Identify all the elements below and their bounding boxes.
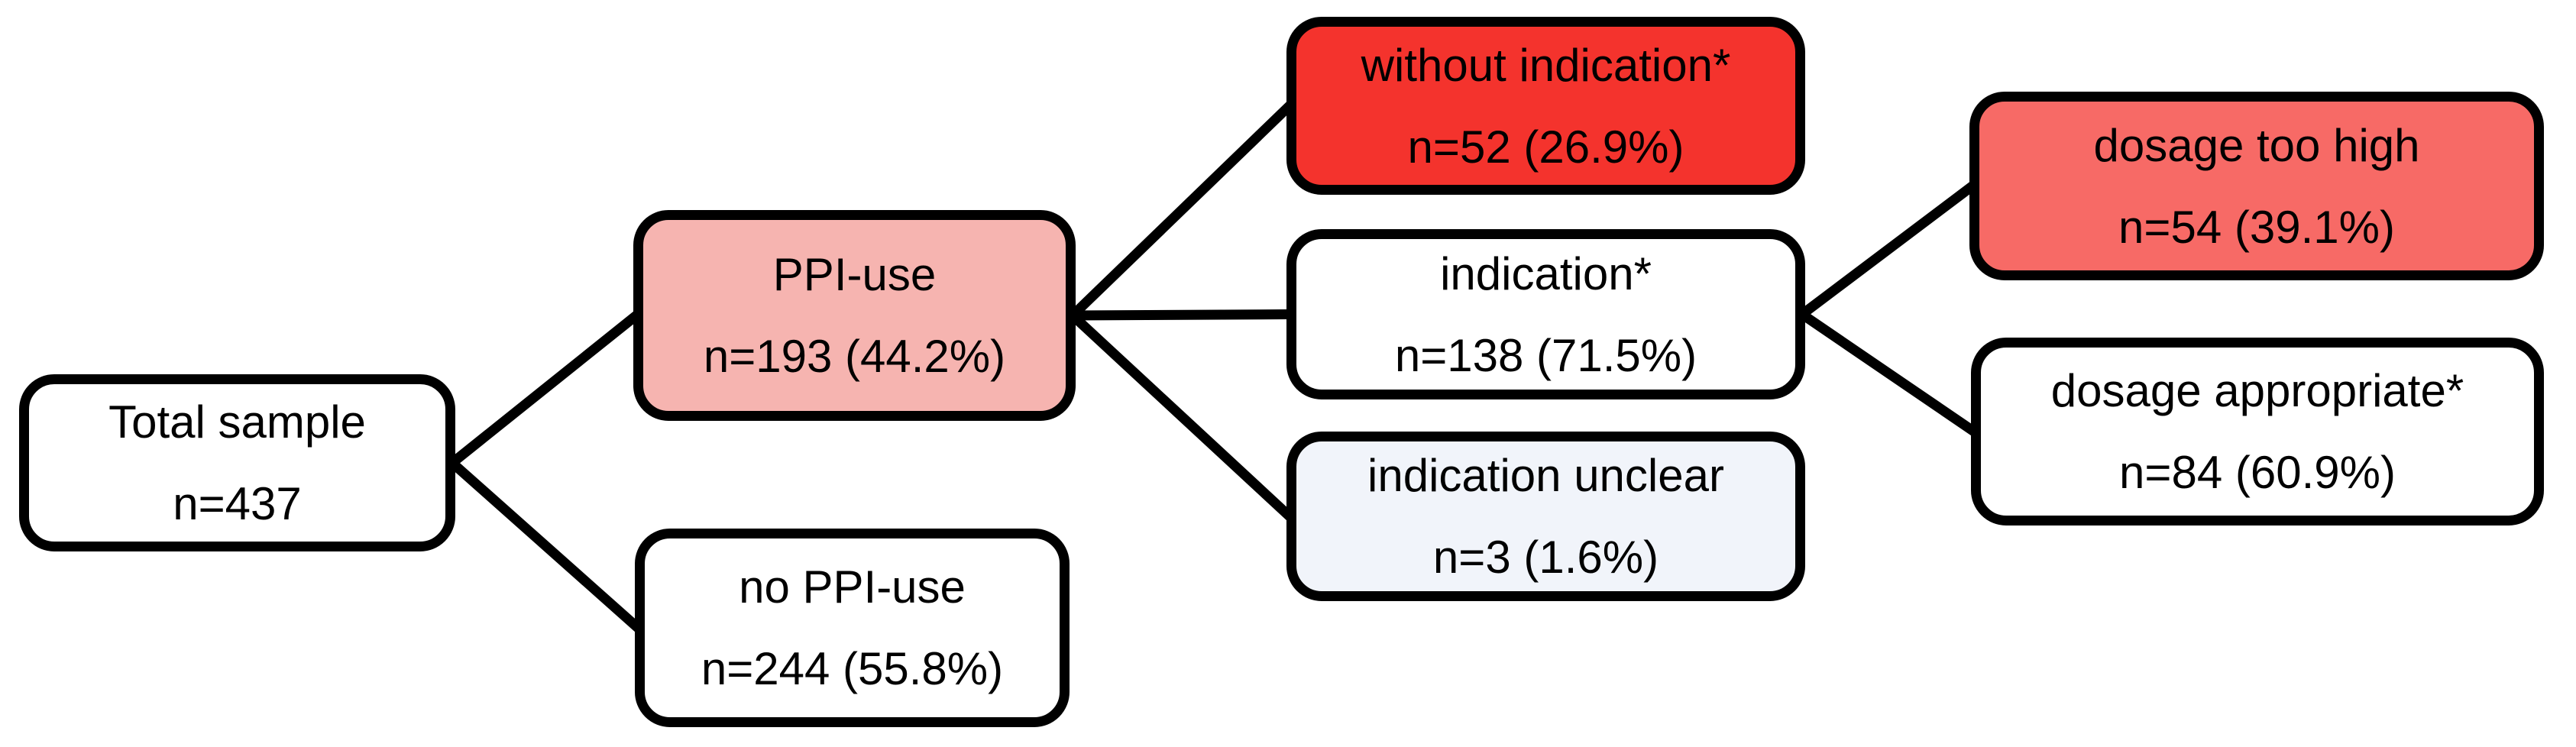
- node-label: PPI-use: [772, 249, 937, 300]
- node-indication-unclear: indication unclear n=3 (1.6%): [1286, 432, 1805, 601]
- node-label: dosage too high: [2093, 119, 2420, 171]
- node-label: without indication*: [1361, 39, 1731, 91]
- node-count: n=54 (39.1%): [2118, 201, 2395, 253]
- node-count: n=437: [173, 478, 302, 529]
- node-no-ppi-use: no PPI-use n=244 (55.8%): [635, 529, 1070, 727]
- edge-indication-to-dosage-too-high: [1797, 181, 1978, 319]
- node-total-sample: Total sample n=437: [19, 374, 455, 551]
- node-ppi-use: PPI-use n=193 (44.2%): [633, 210, 1076, 421]
- node-label: indication*: [1440, 247, 1652, 299]
- node-label: no PPI-use: [739, 561, 966, 613]
- node-count: n=3 (1.6%): [1432, 532, 1659, 583]
- edge-total-sample-to-no-ppi-use: [447, 458, 643, 633]
- node-label: dosage appropriate*: [2050, 365, 2464, 416]
- node-count: n=244 (55.8%): [701, 643, 1004, 694]
- node-label: Total sample: [108, 396, 366, 448]
- edge-ppi-use-to-indication-unclear: [1067, 310, 1295, 522]
- node-dosage-appropriate: dosage appropriate* n=84 (60.9%): [1971, 338, 2544, 525]
- node-count: n=138 (71.5%): [1394, 329, 1697, 381]
- edge-ppi-use-to-indication: [1067, 309, 1295, 321]
- node-dosage-too-high: dosage too high n=54 (39.1%): [1969, 92, 2544, 280]
- node-without-indication: without indication* n=52 (26.9%): [1286, 17, 1805, 195]
- node-count: n=193 (44.2%): [703, 331, 1006, 382]
- edge-total-sample-to-ppi-use: [447, 310, 642, 468]
- node-indication: indication* n=138 (71.5%): [1286, 229, 1805, 399]
- edge-ppi-use-to-without-indication: [1067, 101, 1295, 321]
- node-count: n=84 (60.9%): [2119, 447, 2396, 498]
- edge-indication-to-dosage-appropriate: [1797, 309, 1979, 437]
- node-count: n=52 (26.9%): [1407, 121, 1684, 173]
- node-label: indication unclear: [1367, 450, 1724, 501]
